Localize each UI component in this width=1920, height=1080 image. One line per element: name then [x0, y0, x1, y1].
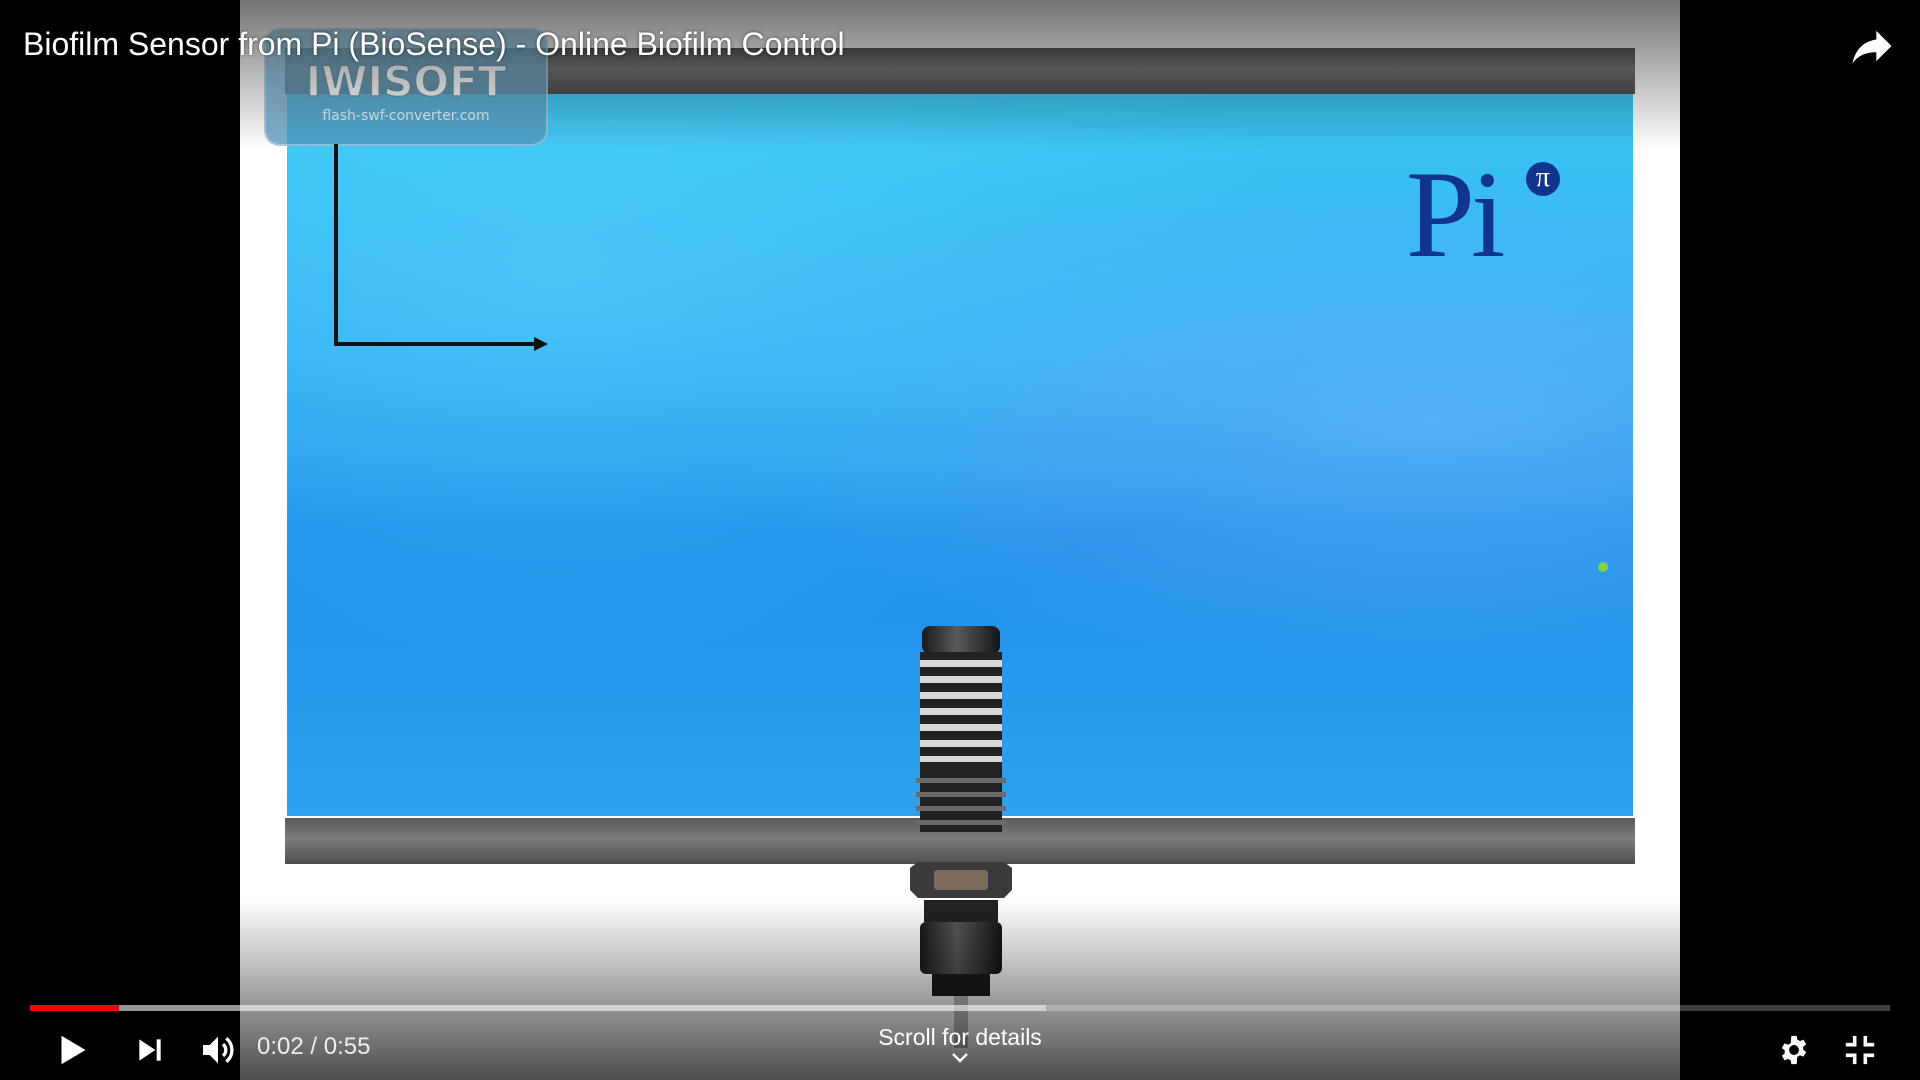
video-frame[interactable]: IWISOFT flash-swf-converter.com Pi π: [240, 0, 1680, 1080]
duration: 0:55: [323, 1033, 371, 1060]
progress-track: [30, 1005, 1890, 1011]
next-icon: [139, 1039, 161, 1061]
progress-bar[interactable]: [30, 1002, 1890, 1014]
time-display: 0:02 / 0:55: [257, 1020, 370, 1080]
play-icon: [61, 1035, 86, 1065]
share-icon: [1852, 30, 1892, 64]
progress-loaded: [30, 1005, 1046, 1011]
play-button[interactable]: [46, 1020, 98, 1080]
current-time: 0:02: [257, 1033, 304, 1060]
next-button[interactable]: [124, 1020, 176, 1080]
pi-logo-badge: π: [1526, 162, 1560, 196]
video-title[interactable]: Biofilm Sensor from Pi (BioSense) - Onli…: [23, 26, 845, 62]
biofilm-sensor-image: [910, 626, 1012, 1048]
volume-button[interactable]: [190, 1020, 246, 1080]
gear-icon: [1781, 1035, 1807, 1065]
share-button[interactable]: [1846, 20, 1898, 72]
scroll-for-details-button[interactable]: Scroll for details: [860, 1020, 1060, 1064]
exit-fullscreen-icon: [1845, 1035, 1875, 1065]
time-separator: /: [310, 1033, 318, 1060]
chart-axes-drawing: [334, 144, 548, 351]
green-dot: [1598, 562, 1608, 572]
pi-logo-text: Pi: [1406, 146, 1505, 283]
player-controls: 0:02 / 0:55: [0, 1020, 1920, 1080]
pi-logo: Pi π: [1406, 146, 1560, 283]
exit-fullscreen-button[interactable]: [1830, 1020, 1890, 1080]
scroll-hint-label: Scroll for details: [878, 1024, 1042, 1050]
settings-button[interactable]: [1764, 1020, 1824, 1080]
progress-played: [30, 1005, 120, 1011]
volume-icon: [203, 1036, 234, 1064]
watermark-logo-subtext: flash-swf-converter.com: [322, 108, 489, 124]
chevron-down-icon: [952, 1053, 968, 1063]
